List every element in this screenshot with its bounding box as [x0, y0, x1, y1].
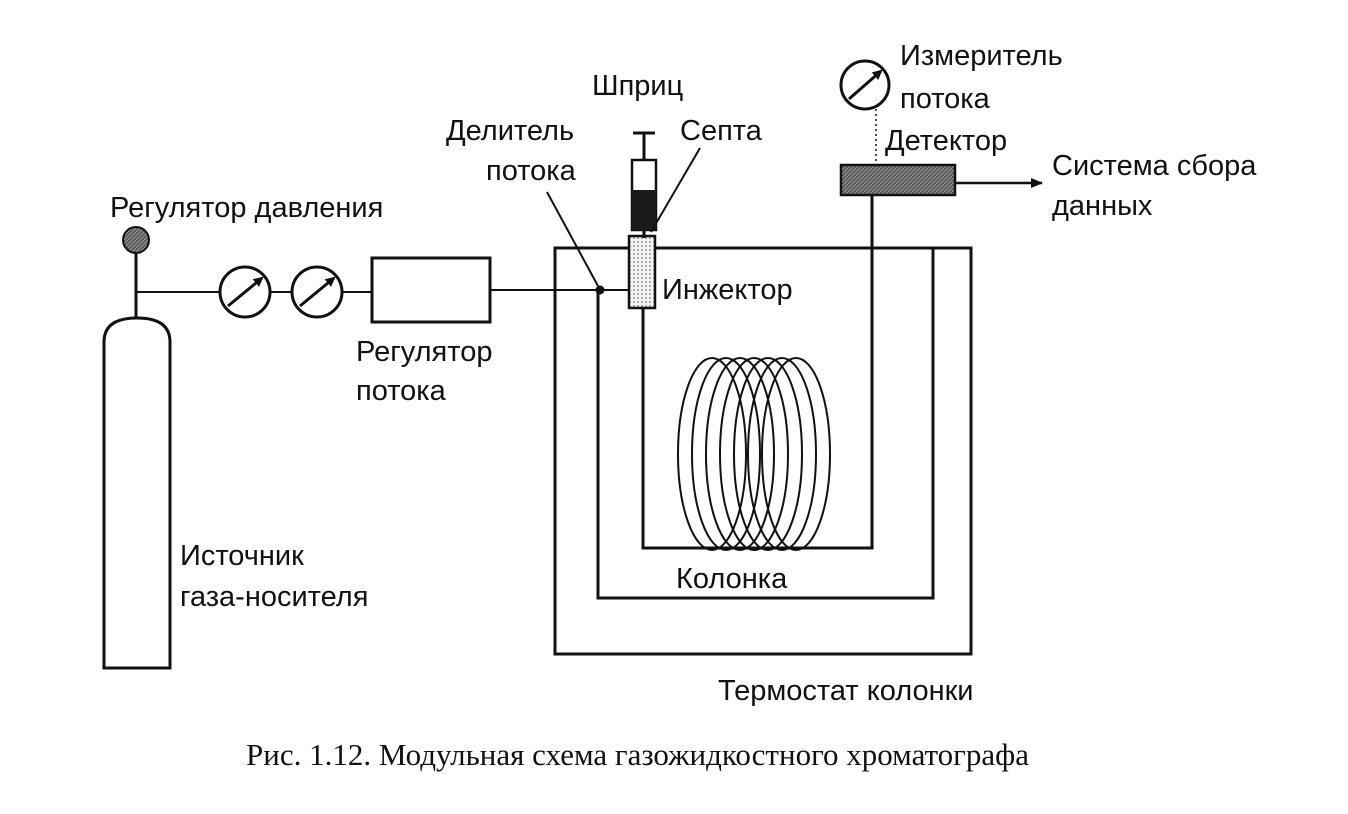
label-injector: Инжектор — [662, 274, 793, 306]
label-flow-meter-2: потока — [900, 83, 991, 115]
label-column: Колонка — [676, 563, 788, 595]
label-flow-regulator-2: потока — [356, 375, 447, 407]
column-tubing — [641, 194, 874, 550]
thermostat-inner — [596, 248, 935, 600]
label-flow-meter-1: Измеритель — [900, 40, 1063, 72]
label-flow-splitter-1: Делитель — [446, 115, 574, 147]
figure-caption: Рис. 1.12. Модульная схема газожидкостно… — [246, 737, 1029, 772]
pressure-gauge-1 — [218, 265, 272, 319]
syringe — [630, 131, 658, 238]
flow-regulator-box — [370, 256, 492, 324]
label-pressure-regulator: Регулятор давления — [110, 192, 383, 224]
injector — [627, 234, 657, 310]
pressure-gauge-2 — [290, 265, 344, 319]
label-data-system-2: данных — [1052, 190, 1153, 222]
label-data-system-1: Система сбора — [1052, 150, 1257, 182]
label-gas-source-2: газа-носителя — [180, 581, 368, 613]
gas-line — [136, 289, 628, 293]
label-flow-regulator-1: Регулятор — [356, 336, 492, 368]
flow-meter-gauge — [839, 59, 891, 165]
pressure-regulator-knob — [122, 226, 150, 318]
septum-leader — [650, 147, 701, 233]
column-coil — [677, 357, 831, 551]
label-septum: Септа — [680, 115, 763, 147]
label-detector: Детектор — [885, 125, 1007, 157]
label-thermostat: Термостат колонки — [718, 675, 973, 707]
label-gas-source-1: Источник — [180, 540, 304, 572]
detector — [839, 163, 957, 197]
flow-splitter — [546, 191, 605, 295]
label-flow-splitter-2: потока — [486, 155, 577, 187]
gas-cylinder — [102, 316, 172, 670]
thermostat-outer — [553, 246, 973, 656]
label-syringe: Шприц — [592, 70, 683, 102]
